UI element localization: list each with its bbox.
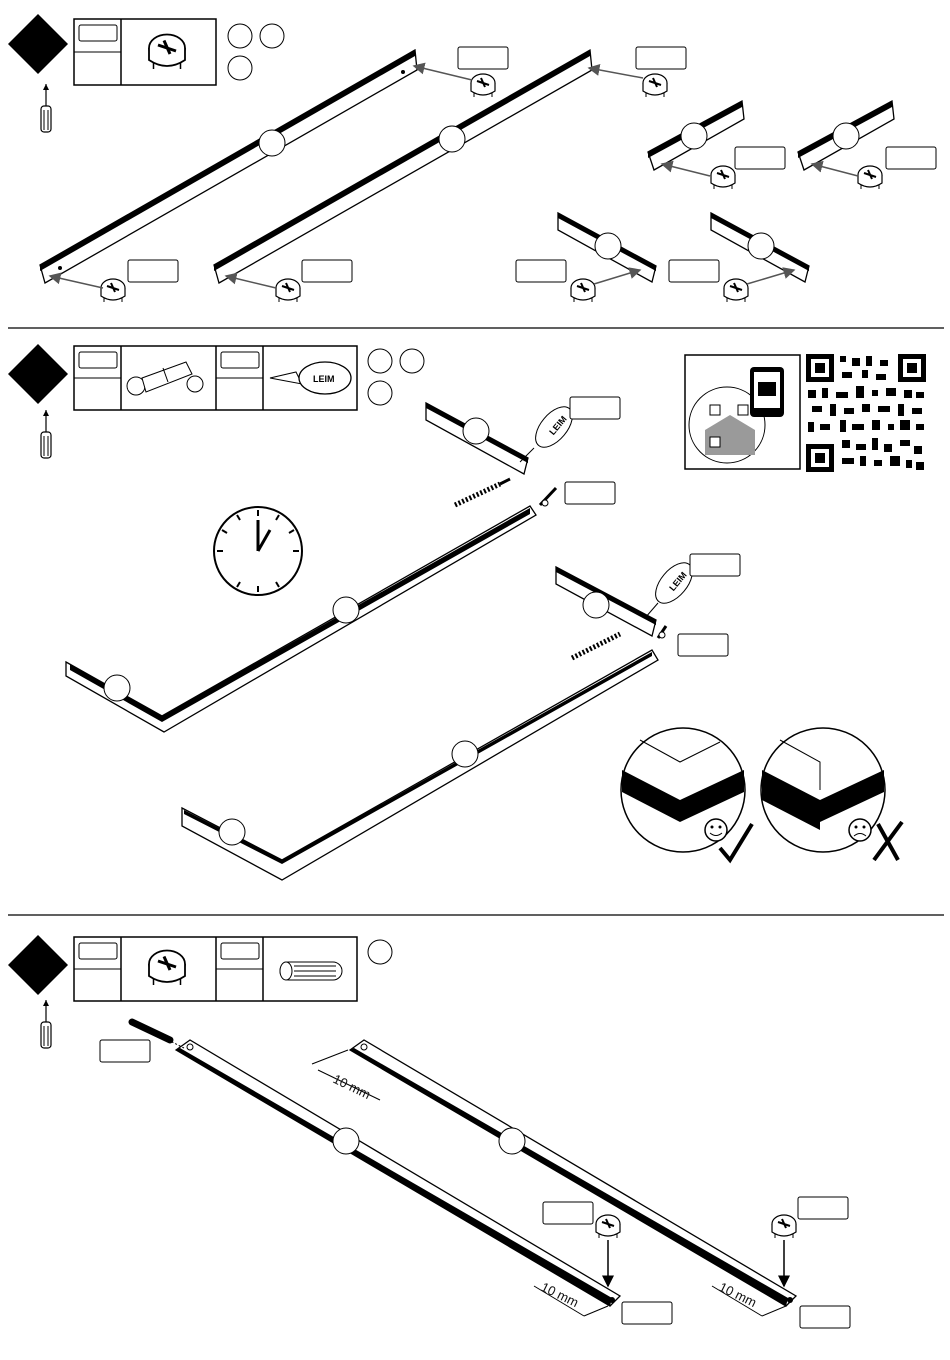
long-rail — [350, 1040, 796, 1306]
incorrect-joint-icon — [761, 728, 902, 860]
cam-lock-icon — [858, 166, 882, 189]
part-label-box — [636, 47, 686, 69]
short-board — [426, 403, 528, 474]
cam-lock-icon — [149, 951, 185, 986]
qr-code — [806, 354, 926, 472]
screwdriver-icon — [41, 1000, 51, 1048]
short-board — [558, 213, 656, 282]
short-board — [556, 567, 656, 636]
cam-lock-icon — [772, 1215, 796, 1238]
cam-lock-icon — [571, 279, 595, 302]
part-label-box — [128, 260, 178, 282]
long-rail — [176, 1040, 620, 1306]
step-1 — [8, 14, 936, 302]
part-label-box — [669, 260, 719, 282]
step-2: LEIM — [8, 344, 926, 880]
screwdriver-icon — [41, 84, 51, 132]
part-label-box — [735, 147, 785, 169]
part-label-box — [516, 260, 566, 282]
part-label-box — [622, 1302, 672, 1324]
cam-lock-icon — [471, 74, 495, 97]
short-board — [711, 213, 809, 282]
short-board — [648, 101, 744, 170]
step-marker — [8, 14, 68, 74]
part-circle — [260, 24, 284, 48]
part-circle — [400, 349, 424, 373]
parts-box: LEIM — [74, 346, 357, 410]
long-board — [214, 50, 592, 283]
step-3: 10 mm 10 mm 10 mm — [8, 935, 850, 1328]
part-circle — [368, 940, 392, 964]
part-label-box — [886, 147, 936, 169]
cam-lock-icon — [276, 279, 300, 302]
cam-lock-icon — [724, 279, 748, 302]
wooden-dowel-icon — [280, 962, 342, 980]
part-label-box — [690, 554, 740, 576]
parts-box — [74, 937, 357, 1001]
part-circle — [228, 24, 252, 48]
part-label-box — [100, 1040, 150, 1062]
cam-lock-icon — [596, 1215, 620, 1238]
screwdriver-icon — [41, 410, 51, 458]
part-circle — [368, 381, 392, 405]
short-board — [798, 101, 894, 170]
part-label-box — [678, 634, 728, 656]
part-label-box — [302, 260, 352, 282]
part-label-box — [570, 397, 620, 419]
part-label-box — [565, 482, 615, 504]
phone-scan-icon — [685, 355, 800, 469]
step-marker — [8, 344, 68, 404]
dimension-label: 10 mm — [331, 1071, 373, 1102]
parts-box — [74, 19, 216, 85]
step-marker — [8, 935, 68, 995]
cam-lock-icon — [149, 35, 185, 70]
cam-lock-icon — [101, 279, 125, 302]
part-circle — [228, 56, 252, 80]
connector-bolt-icon — [455, 479, 556, 506]
clock-icon — [214, 507, 302, 595]
cam-lock-icon — [643, 74, 667, 97]
part-label-box — [800, 1306, 850, 1328]
insert-arrows — [50, 66, 858, 288]
part-label-box — [798, 1197, 848, 1219]
part-label-box — [458, 47, 508, 69]
frame-corner — [182, 650, 658, 880]
part-label-box — [543, 1202, 593, 1224]
correct-joint-icon — [621, 728, 752, 860]
cam-lock-icon — [711, 166, 735, 189]
glue-brand: LEIM — [313, 374, 335, 384]
part-circle — [368, 349, 392, 373]
